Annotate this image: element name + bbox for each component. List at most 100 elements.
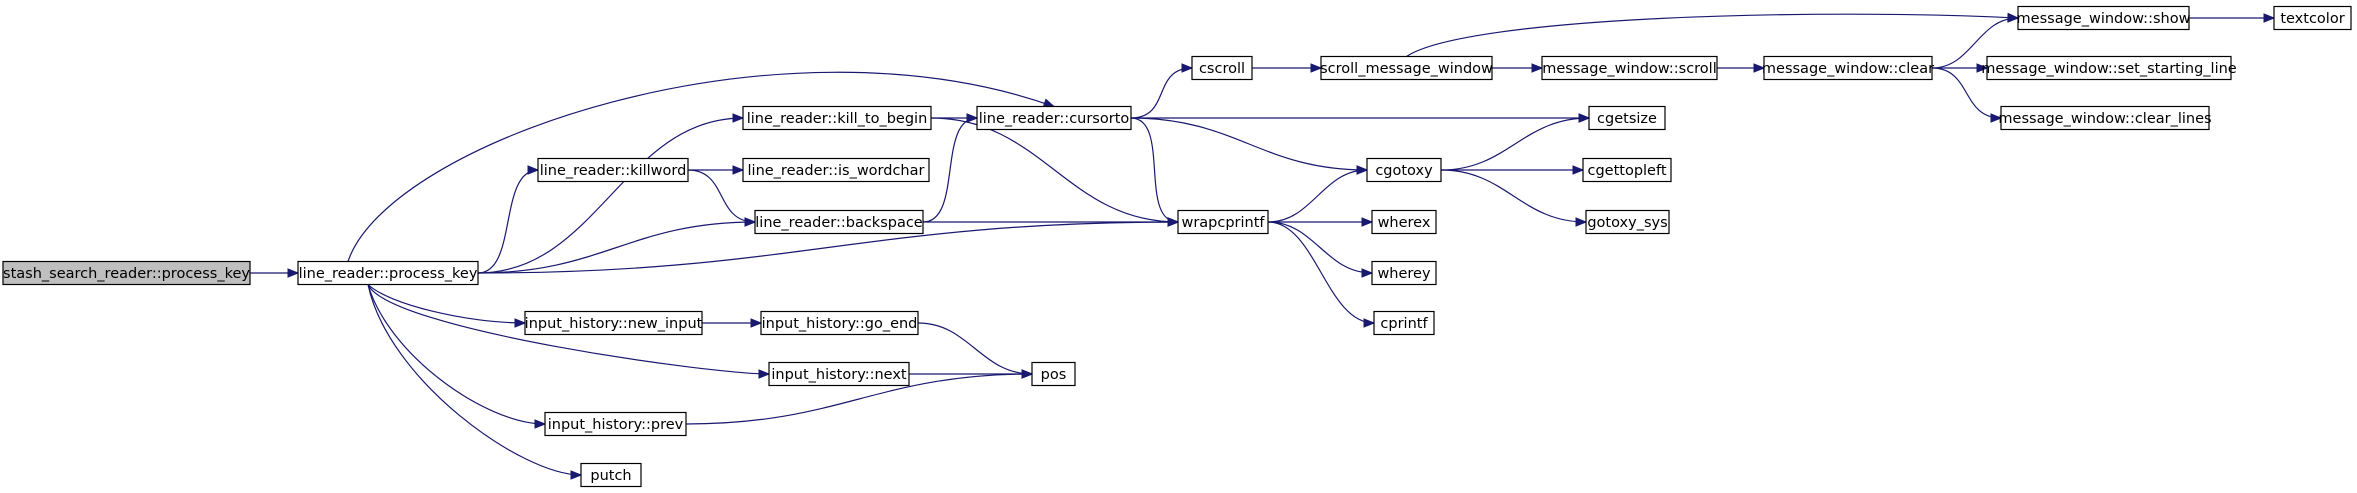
- arrowhead-n1-to-n8: [758, 369, 771, 379]
- edges-layer: [250, 12, 2276, 480]
- node-n23[interactable]: gotoxy_sys: [1585, 209, 1670, 235]
- arrowhead-n24-to-n25: [2007, 13, 2020, 23]
- node-n5[interactable]: line_reader::backspace: [754, 209, 924, 235]
- node-label: cprintf: [1380, 316, 1428, 332]
- node-n19[interactable]: cprintf: [1373, 310, 1435, 336]
- node-box[interactable]: [754, 209, 924, 235]
- edge-n11-to-n16: [1130, 117, 1368, 171]
- arrowhead-n13-to-n15: [1310, 63, 1323, 73]
- edge-n1-to-n14: [477, 221, 1179, 274]
- node-n14[interactable]: wrapcprintf: [1177, 209, 1269, 235]
- arrowhead-n24-to-n26: [1976, 63, 1989, 73]
- arrowhead-n14-to-n19: [1363, 318, 1376, 328]
- node-box[interactable]: [1582, 157, 1672, 183]
- node-box[interactable]: [1031, 361, 1076, 387]
- node-box[interactable]: [1371, 209, 1437, 235]
- arrowhead-n1-to-n10: [570, 470, 583, 480]
- node-n15[interactable]: scroll_message_window: [1320, 55, 1493, 81]
- node-box[interactable]: [2017, 5, 2190, 31]
- node-box[interactable]: [1541, 55, 1718, 81]
- edge-n9-to-n12: [685, 373, 1033, 425]
- node-n3[interactable]: line_reader::killword: [537, 157, 689, 183]
- node-label: line_reader::killword: [540, 163, 687, 179]
- edge-n1-to-n6: [367, 284, 526, 324]
- node-n20[interactable]: message_window::scroll: [1541, 55, 1718, 81]
- edge-n14-to-n16: [1267, 169, 1368, 223]
- edge-n15-to-n25: [1406, 13, 2019, 58]
- node-n0[interactable]: stash_search_reader::process_key: [2, 260, 251, 286]
- node-box[interactable]: [1191, 55, 1253, 81]
- node-n16[interactable]: cgotoxy: [1366, 157, 1442, 183]
- edge-n11-to-n13: [1130, 67, 1193, 119]
- arrowhead-n3-to-n4: [732, 165, 745, 175]
- arrowhead-n1-to-n3: [527, 165, 540, 175]
- node-label: line_reader::process_key: [299, 266, 478, 282]
- node-n24[interactable]: message_window::clear: [1762, 55, 1934, 81]
- node-n28[interactable]: textcolor: [2273, 5, 2352, 31]
- edge-n3-to-n5: [687, 169, 756, 223]
- node-label: input_history::next: [771, 367, 907, 383]
- node-label: message_window::set_starting_line: [1981, 61, 2237, 77]
- node-box[interactable]: [1373, 310, 1435, 336]
- node-box[interactable]: [1763, 55, 1933, 81]
- node-n7[interactable]: input_history::go_end: [760, 310, 919, 336]
- node-box[interactable]: [760, 310, 919, 336]
- node-n25[interactable]: message_window::show: [2017, 5, 2191, 31]
- node-label: wherex: [1378, 215, 1431, 231]
- edge-n11-to-n14: [1130, 117, 1179, 223]
- edge-n1-to-n3: [477, 169, 539, 274]
- node-n11[interactable]: line_reader::cursorto: [976, 105, 1132, 131]
- node-n10[interactable]: putch: [580, 462, 642, 488]
- node-box[interactable]: [976, 105, 1132, 131]
- node-n4[interactable]: line_reader::is_wordchar: [742, 157, 930, 183]
- node-box[interactable]: [742, 157, 930, 183]
- node-n1[interactable]: line_reader::process_key: [297, 260, 479, 286]
- node-n18[interactable]: wherey: [1371, 260, 1437, 286]
- node-n26[interactable]: message_window::set_starting_line: [1981, 55, 2237, 81]
- node-label: wrapcprintf: [1181, 215, 1265, 231]
- node-n17[interactable]: wherex: [1371, 209, 1437, 235]
- node-label: cgotoxy: [1375, 163, 1433, 179]
- node-label: wherey: [1377, 266, 1431, 282]
- node-label: input_history::new_input: [525, 316, 703, 332]
- node-n9[interactable]: input_history::prev: [544, 411, 687, 437]
- edge-n24-to-n25: [1931, 17, 2019, 69]
- node-n8[interactable]: input_history::next: [768, 361, 910, 387]
- node-box[interactable]: [1986, 55, 2232, 81]
- arrowhead-n16-to-n22: [1572, 165, 1585, 175]
- node-box[interactable]: [2, 260, 251, 286]
- node-box[interactable]: [297, 260, 479, 286]
- node-n6[interactable]: input_history::new_input: [524, 310, 703, 336]
- node-label: cgetsize: [1597, 111, 1657, 127]
- node-box[interactable]: [2273, 5, 2352, 31]
- edge-n14-to-n18: [1267, 221, 1373, 274]
- node-box[interactable]: [1588, 105, 1666, 131]
- node-box[interactable]: [580, 462, 642, 488]
- node-label: cscroll: [1199, 61, 1245, 77]
- node-box[interactable]: [524, 310, 703, 336]
- arrowhead-n24-to-n27: [1990, 113, 2003, 123]
- node-box[interactable]: [768, 361, 910, 387]
- node-n12[interactable]: pos: [1031, 361, 1076, 387]
- node-n27[interactable]: message_window::clear_lines: [1998, 105, 2212, 131]
- node-n21[interactable]: cgetsize: [1588, 105, 1666, 131]
- node-box[interactable]: [1371, 260, 1437, 286]
- edge-n1-to-n9: [367, 284, 546, 425]
- node-n22[interactable]: cgettopleft: [1582, 157, 1672, 183]
- node-n13[interactable]: cscroll: [1191, 55, 1253, 81]
- node-box[interactable]: [1177, 209, 1269, 235]
- node-box[interactable]: [1320, 55, 1493, 81]
- node-box[interactable]: [2000, 105, 2210, 131]
- edge-n1-to-n11: [347, 71, 1055, 262]
- edge-n1-to-n5: [477, 221, 756, 274]
- node-box[interactable]: [1585, 209, 1670, 235]
- node-label: message_window::scroll: [1542, 61, 1717, 77]
- node-n2[interactable]: line_reader::kill_to_begin: [742, 105, 932, 131]
- node-label: input_history::go_end: [762, 316, 918, 332]
- node-box[interactable]: [742, 105, 932, 131]
- arrowhead-n1-to-n11: [1042, 98, 1056, 108]
- node-box[interactable]: [1366, 157, 1442, 183]
- node-box[interactable]: [544, 411, 687, 437]
- edge-n16-to-n21: [1440, 117, 1590, 171]
- node-box[interactable]: [537, 157, 689, 183]
